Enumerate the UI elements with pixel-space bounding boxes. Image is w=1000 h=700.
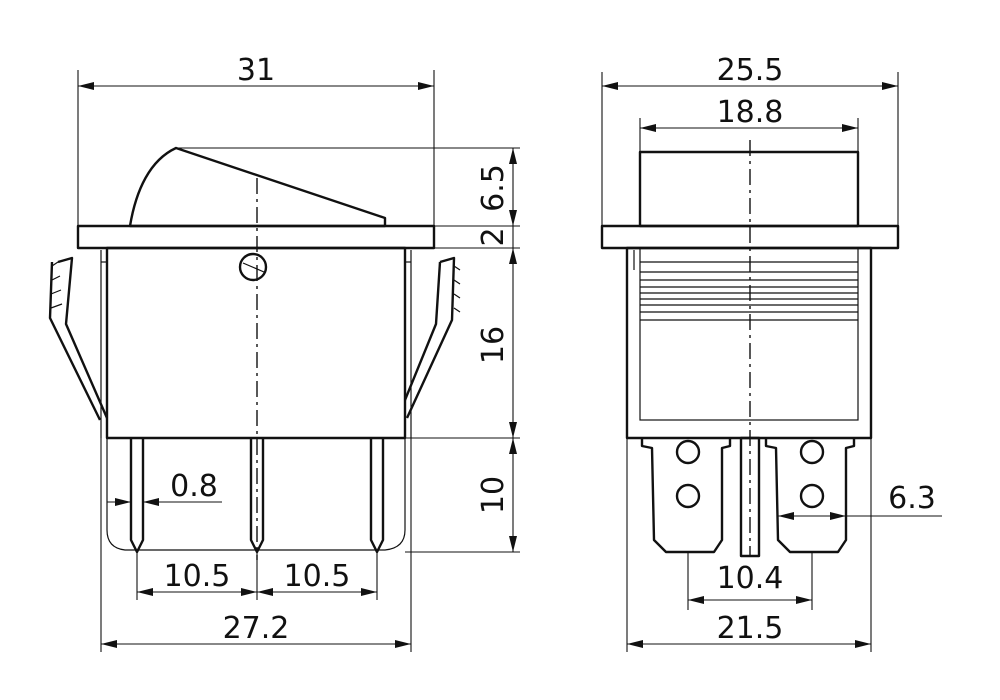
side-housing [625, 246, 873, 440]
front-left-clip [48, 256, 109, 421]
side-dim-body-width: 21.5 [717, 611, 784, 646]
side-ribs [640, 261, 858, 321]
front-dim-body-height: 16 [476, 326, 511, 364]
front-dim-rocker-height: 6.5 [476, 164, 511, 212]
side-center-blade [739, 436, 761, 558]
front-dim-flange-thickness: 2 [476, 227, 511, 246]
front-terminal-frame [106, 438, 406, 551]
front-flange [76, 224, 436, 250]
side-view [600, 140, 900, 558]
front-indicator-circle [238, 252, 268, 282]
front-terminal-left [129, 438, 145, 554]
side-dim-width-overall: 25.5 [717, 53, 784, 88]
front-dim-pitch-right: 10.5 [284, 559, 351, 594]
front-terminal-right [369, 438, 385, 554]
front-dim-terminal-length: 10 [476, 476, 511, 514]
front-housing [105, 246, 407, 440]
side-terminal-right-hole-top [799, 439, 825, 465]
side-dim-rocker-width: 18.8 [717, 95, 784, 130]
front-left-clip-teeth [50, 261, 63, 309]
side-rocker-block [638, 150, 860, 228]
side-terminal-left-hole-top [675, 439, 701, 465]
side-dim-terminal-pitch: 10.4 [717, 561, 784, 596]
side-housing-inner [639, 247, 859, 421]
side-dimensions: 25.5 18.8 6.3 10.4 21.5 [601, 53, 942, 652]
front-indicator-slash [242, 262, 265, 273]
front-right-clip [403, 256, 456, 419]
side-terminal-right [764, 438, 856, 554]
side-terminal-left-hole-bottom [675, 483, 701, 509]
front-dim-pitch-left: 10.5 [164, 559, 231, 594]
front-dimensions: 31 6.5 2 16 10 0.8 10.5 10.5 [77, 53, 520, 652]
front-right-clip-teeth [453, 265, 461, 313]
side-terminal-right-hole-bottom [799, 483, 825, 509]
side-dim-terminal-width: 6.3 [888, 481, 936, 516]
front-rocker [128, 146, 387, 228]
side-terminal-left [640, 438, 732, 554]
front-dim-terminal-thickness: 0.8 [170, 469, 218, 504]
front-dim-width-overall: 31 [237, 53, 275, 88]
front-view [48, 146, 461, 560]
front-dim-body-width: 27.2 [223, 611, 290, 646]
